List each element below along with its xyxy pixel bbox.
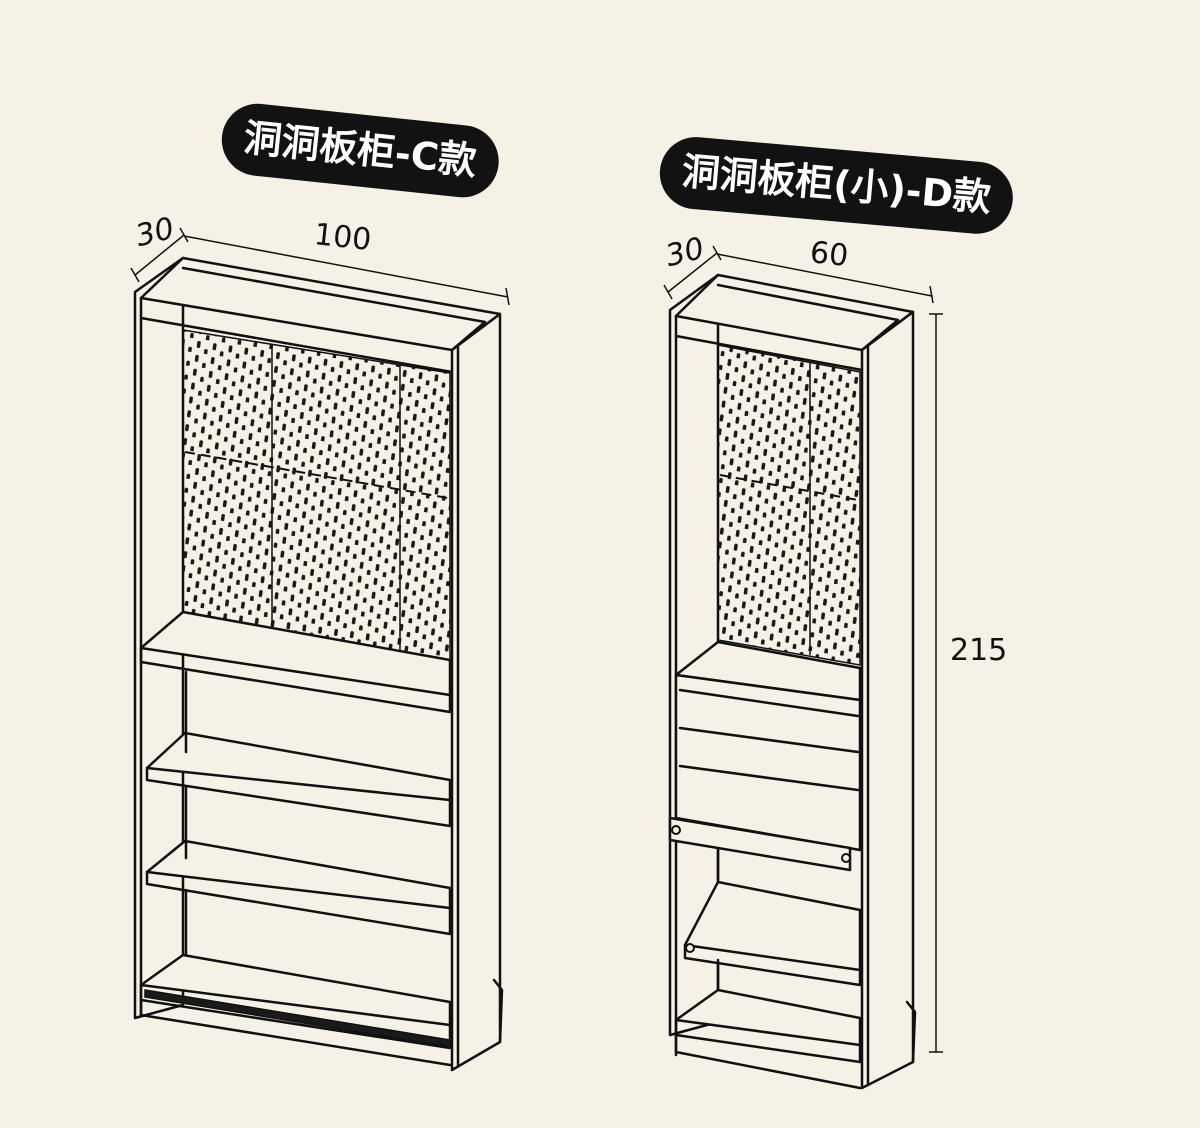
- cabinet-d-width-label: 60: [808, 235, 850, 274]
- cabinet-d-depth-label: 30: [662, 230, 708, 275]
- c-dimension-lines: [130, 227, 510, 306]
- c-shelf-2: [145, 731, 452, 802]
- d-dimension-lines: [663, 245, 943, 1053]
- c-shelf-1: [139, 610, 452, 697]
- cabinet-c-depth-label: 30: [132, 210, 178, 255]
- c-pegboard: [182, 329, 451, 661]
- d-pegboard: [717, 344, 861, 666]
- d-bottom-panel: [674, 988, 862, 1047]
- d-slanted-tray-1: [668, 816, 852, 872]
- d-drawer-stack: [674, 673, 862, 852]
- cabinet-d-height-label: 215: [950, 633, 1008, 668]
- cabinet-c: [130, 227, 510, 1072]
- cabinet-c-width-label: 100: [312, 217, 373, 258]
- c-shelf-3: [145, 839, 452, 910]
- cabinet-d: [663, 245, 943, 1090]
- d-right-side-panel: [860, 310, 915, 1090]
- c-bottom-panel: [139, 953, 452, 1027]
